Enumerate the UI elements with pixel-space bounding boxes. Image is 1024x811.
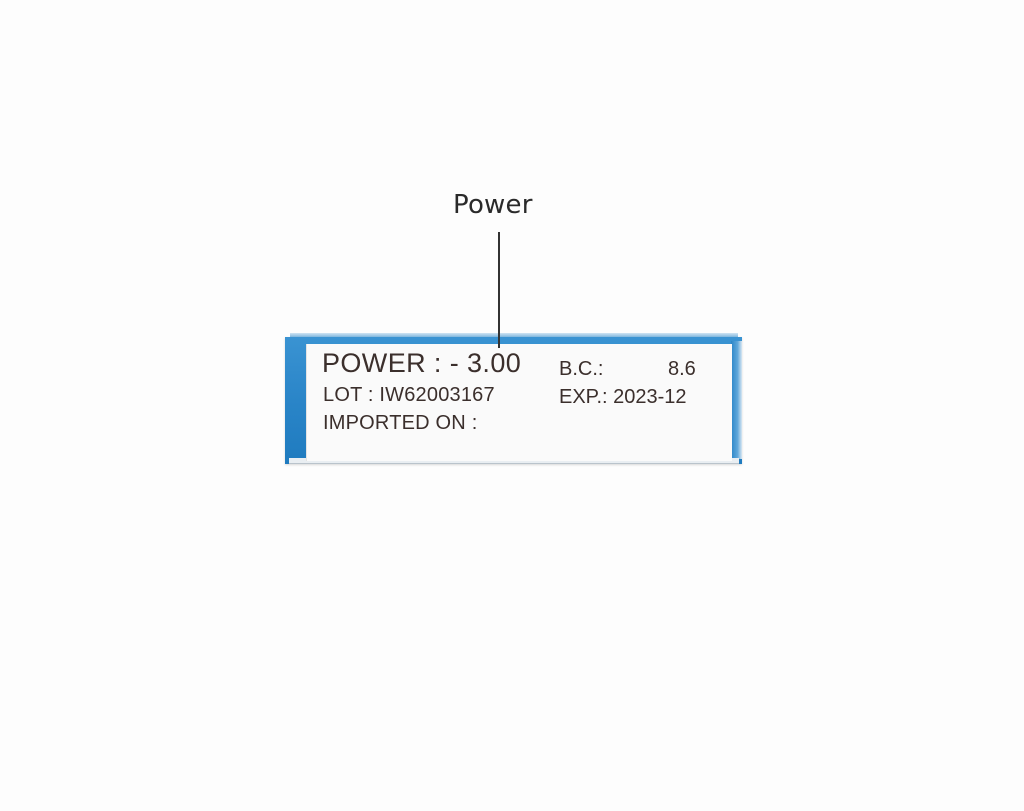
imported-on-text: IMPORTED ON :	[323, 412, 478, 434]
box-bottom-edge	[289, 458, 739, 464]
base-curve-value: 8.6	[668, 358, 696, 380]
base-curve-label: B.C.:	[559, 358, 604, 380]
box-top-edge	[290, 333, 738, 339]
printed-label	[306, 344, 732, 461]
power-text: POWER : - 3.00	[322, 348, 522, 378]
expiry-text: EXP.: 2023-12	[559, 386, 687, 408]
callout-power-label: Power	[453, 190, 533, 220]
box-side-edge	[731, 341, 742, 459]
lot-number-text: LOT : IW62003167	[323, 384, 495, 406]
callout-pointer-line	[498, 232, 500, 348]
